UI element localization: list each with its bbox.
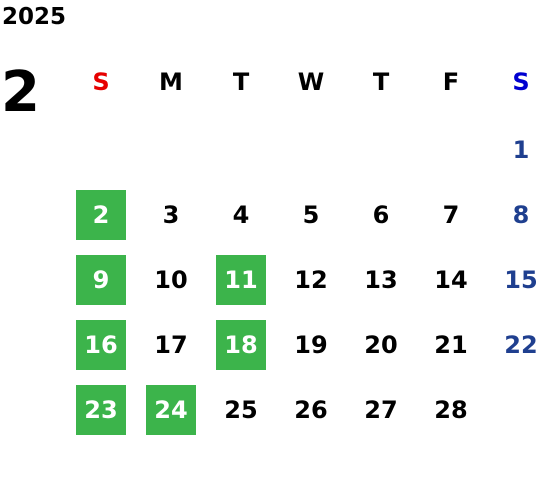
week-row-1: 1 xyxy=(67,125,548,175)
day-number: 18 xyxy=(216,320,266,370)
day-cell: 20 xyxy=(347,320,417,370)
day-number: 9 xyxy=(76,255,126,305)
weekday-header-thu: T xyxy=(347,57,417,107)
weekday-label: F xyxy=(442,68,460,96)
day-number xyxy=(496,385,546,435)
day-number: 27 xyxy=(364,396,398,424)
day-number: 23 xyxy=(76,385,126,435)
weekday-label: S xyxy=(512,68,530,96)
day-number: 19 xyxy=(294,331,328,359)
day-cell: 12 xyxy=(277,255,347,305)
weekday-header-row: S M T W T F S xyxy=(67,57,548,107)
day-cell: 15 xyxy=(487,255,548,305)
weekday-header-wed: W xyxy=(277,57,347,107)
day-cell: 4 xyxy=(207,190,277,240)
calendar-grid: S M T W T F S 1 2 3 4 5 6 7 8 9 10 11 12… xyxy=(67,0,548,503)
day-number: 10 xyxy=(154,266,188,294)
day-number: 2 xyxy=(76,190,126,240)
day-cell: 24 xyxy=(137,385,207,435)
day-number: 5 xyxy=(302,201,320,229)
weekday-header-fri: F xyxy=(417,57,487,107)
weekday-label: M xyxy=(159,68,183,96)
day-cell: 26 xyxy=(277,385,347,435)
day-cell: 11 xyxy=(207,255,277,305)
day-cell: 7 xyxy=(417,190,487,240)
day-number xyxy=(146,125,196,175)
weekday-header-sun: S xyxy=(67,57,137,107)
weekday-header-mon: M xyxy=(137,57,207,107)
day-number: 13 xyxy=(364,266,398,294)
day-cell: 16 xyxy=(67,320,137,370)
day-cell xyxy=(487,385,548,435)
day-cell xyxy=(277,125,347,175)
day-cell: 28 xyxy=(417,385,487,435)
day-number: 17 xyxy=(154,331,188,359)
day-number: 4 xyxy=(232,201,250,229)
week-row-3: 9 10 11 12 13 14 15 xyxy=(67,255,548,305)
day-cell: 6 xyxy=(347,190,417,240)
day-cell: 23 xyxy=(67,385,137,435)
day-cell: 2 xyxy=(67,190,137,240)
day-number: 7 xyxy=(442,201,460,229)
calendar-month: 2 xyxy=(1,60,40,125)
day-number xyxy=(356,125,406,175)
day-cell xyxy=(67,125,137,175)
week-row-2: 2 3 4 5 6 7 8 xyxy=(67,190,548,240)
day-cell: 27 xyxy=(347,385,417,435)
day-cell: 5 xyxy=(277,190,347,240)
week-row-4: 16 17 18 19 20 21 22 xyxy=(67,320,548,370)
day-cell: 21 xyxy=(417,320,487,370)
day-number: 26 xyxy=(294,396,328,424)
calendar-year: 2025 xyxy=(2,4,67,30)
day-cell xyxy=(347,125,417,175)
day-number: 28 xyxy=(434,396,468,424)
day-cell: 17 xyxy=(137,320,207,370)
day-number: 20 xyxy=(364,331,398,359)
weekday-header-tue: T xyxy=(207,57,277,107)
day-number: 1 xyxy=(512,136,530,164)
day-number: 15 xyxy=(504,266,538,294)
day-cell xyxy=(417,125,487,175)
day-number: 25 xyxy=(224,396,258,424)
day-number xyxy=(216,125,266,175)
weekday-label: S xyxy=(92,68,110,96)
day-number: 8 xyxy=(512,201,530,229)
day-number: 11 xyxy=(216,255,266,305)
day-number: 6 xyxy=(372,201,390,229)
day-number xyxy=(286,125,336,175)
day-number: 3 xyxy=(162,201,180,229)
day-cell: 10 xyxy=(137,255,207,305)
weekday-header-sat: S xyxy=(487,57,548,107)
day-number: 14 xyxy=(434,266,468,294)
day-cell xyxy=(137,125,207,175)
day-cell: 25 xyxy=(207,385,277,435)
day-number xyxy=(76,125,126,175)
day-cell: 22 xyxy=(487,320,548,370)
day-number xyxy=(426,125,476,175)
day-cell: 18 xyxy=(207,320,277,370)
day-cell: 13 xyxy=(347,255,417,305)
day-number: 22 xyxy=(504,331,538,359)
day-cell: 8 xyxy=(487,190,548,240)
week-row-5: 23 24 25 26 27 28 xyxy=(67,385,548,435)
day-number: 21 xyxy=(434,331,468,359)
day-number: 16 xyxy=(76,320,126,370)
day-number: 24 xyxy=(146,385,196,435)
weekday-label: T xyxy=(232,68,250,96)
weekday-label: W xyxy=(297,68,325,96)
day-number: 12 xyxy=(294,266,328,294)
weekday-label: T xyxy=(372,68,390,96)
day-cell: 14 xyxy=(417,255,487,305)
day-cell: 1 xyxy=(487,125,548,175)
day-cell: 19 xyxy=(277,320,347,370)
day-cell: 9 xyxy=(67,255,137,305)
day-cell xyxy=(207,125,277,175)
day-cell: 3 xyxy=(137,190,207,240)
